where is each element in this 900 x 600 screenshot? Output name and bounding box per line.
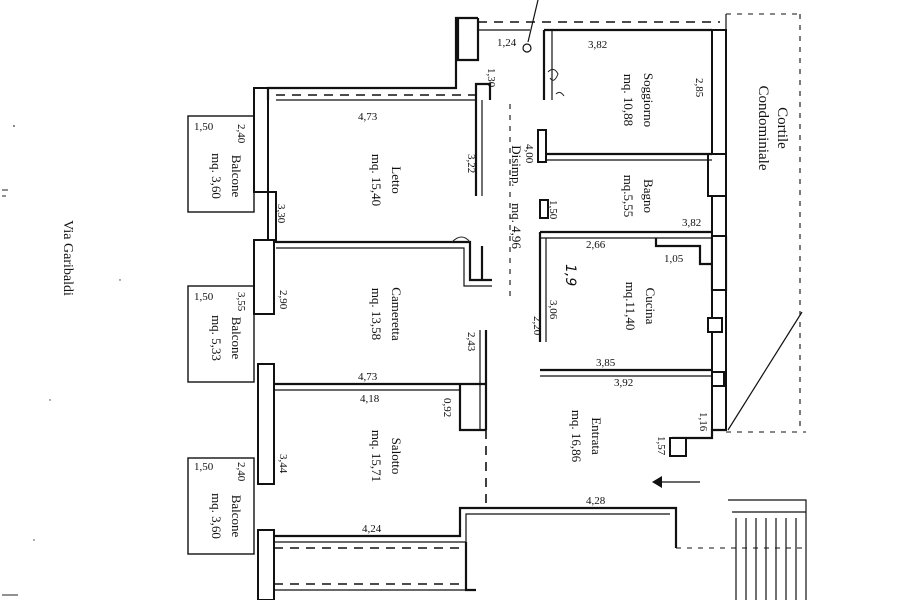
- handwritten-note: 1,9: [562, 264, 578, 286]
- room-entrata-area: mq. 16,86: [569, 410, 584, 463]
- entry-arrow-head: [652, 476, 662, 488]
- room-bagno-area: mq.5,55: [621, 175, 636, 218]
- balcone-2-outline: [187, 285, 255, 383]
- dim-label: 4,28: [586, 495, 606, 507]
- balcone-1-depth: 1,50: [194, 121, 214, 133]
- pipe-circle: [522, 43, 532, 53]
- courtyard-label-1: Cortile: [774, 107, 790, 149]
- wall-bagno-stub-2: [539, 199, 549, 219]
- wall-left-2: [267, 191, 277, 243]
- room-cameretta-area: mq. 13,58: [369, 288, 384, 340]
- street-label: Via Garibaldi: [60, 220, 75, 296]
- balcone-3-width: 2,40: [235, 462, 247, 482]
- wall-left-3: [253, 239, 275, 315]
- wall-left-5: [257, 529, 275, 600]
- wall-bagno-stub: [537, 129, 547, 163]
- room-soggiorno-name: Soggiorno: [641, 73, 656, 127]
- dim-label: 1,50: [547, 200, 559, 220]
- dim-label: 4,73: [358, 111, 378, 123]
- wall-cucina-cut: [654, 238, 712, 266]
- room-letto-area: mq. 15,40: [369, 154, 384, 206]
- wall-top-left: [266, 16, 478, 100]
- dim-label: 2,20: [531, 316, 543, 336]
- room-entrata-name: Entrata: [589, 417, 604, 455]
- dim-label: 3,30: [275, 204, 287, 224]
- dim-label: 3,92: [614, 377, 633, 389]
- room-cucina-area: mq.11,40: [623, 282, 638, 331]
- stair-treads: [732, 511, 806, 600]
- balcone-2-depth: 1,50: [194, 291, 214, 303]
- room-letto-name: Letto: [389, 166, 404, 193]
- dim-label: 1,05: [664, 253, 684, 265]
- door-swing-mark: [451, 236, 471, 243]
- dim-label: 4,73: [358, 371, 378, 383]
- courtyard-label-2: Condominiale: [755, 86, 771, 171]
- wall-left-4: [257, 363, 275, 485]
- dim-label: 3,44: [277, 454, 289, 474]
- dim-label: 3,82: [682, 217, 701, 229]
- dim-label: 2,85: [693, 78, 705, 98]
- room-salotto-area: mq. 15,71: [369, 430, 384, 482]
- balcone-1-width: 2,40: [235, 124, 247, 144]
- dim-label: 2,66: [586, 239, 606, 251]
- wall-entrata-pier: [669, 437, 687, 457]
- dim-label: 3,06: [547, 300, 559, 320]
- room-soggiorno-area: mq. 10,88: [621, 74, 636, 126]
- scan-speckles: [2, 125, 121, 596]
- wall-bottom-box: [464, 542, 476, 592]
- room-bagno-name: Bagno: [641, 179, 656, 213]
- wall-right-5: [711, 289, 727, 431]
- pen-scribble: [547, 68, 565, 97]
- balcone-3-area: mq. 3,60: [209, 493, 224, 539]
- wall-salotto-notch: [458, 384, 486, 432]
- room-disimpegno-area: mq. 4,96: [509, 203, 524, 249]
- dim-label: 4,24: [362, 523, 382, 535]
- courtyard-diagonal: [727, 311, 803, 431]
- wall-right-pillar-2: [711, 371, 725, 387]
- wall-right-pillar: [707, 317, 723, 333]
- dim-label: 1,57: [655, 436, 667, 456]
- dim-label: 1,24: [497, 37, 517, 49]
- dim-label: 0,92: [441, 398, 453, 417]
- room-salotto-name: Salotto: [389, 438, 404, 475]
- dim-label: 3,22: [465, 154, 477, 173]
- wall-right-3: [711, 195, 727, 237]
- balcone-1-outline: [187, 115, 255, 213]
- dim-label: 3,85: [596, 357, 616, 369]
- wall-letto-bottom-2: [276, 247, 492, 287]
- dim-label: 1,30: [485, 68, 497, 88]
- wall-right-4: [711, 235, 727, 291]
- wall-salotto-bottom-2: [274, 513, 670, 543]
- balcone-1-area: mq. 3,60: [209, 153, 224, 199]
- balcone-3-outline: [187, 457, 255, 555]
- wall-right-1: [711, 29, 727, 155]
- balcone-2-area: mq. 5,33: [209, 315, 224, 361]
- dim-label: 4,00: [523, 144, 535, 164]
- dim-label: 2,43: [465, 332, 477, 352]
- wall-top-notch: [456, 18, 480, 62]
- wall-left-1: [253, 87, 269, 193]
- room-cameretta-name: Cameretta: [389, 287, 404, 341]
- pointer-line: [527, 0, 539, 43]
- wall-entrata-step: [672, 428, 726, 440]
- wall-salotto-bottom: [274, 506, 678, 548]
- balcone-3-depth: 1,50: [194, 461, 214, 473]
- dim-label: 3,82: [588, 39, 607, 51]
- balcone-2-name: Balcone: [229, 317, 244, 360]
- room-disimpegno-name: Disimp.: [509, 145, 524, 187]
- wall-disimp-top: [474, 82, 492, 100]
- stair-frame: [728, 499, 807, 600]
- balcone-1-name: Balcone: [229, 155, 244, 198]
- balcone-3-name: Balcone: [229, 495, 244, 538]
- room-cucina-name: Cucina: [643, 288, 658, 325]
- dim-label: 4,18: [360, 393, 380, 405]
- dim-label: 1,16: [697, 412, 709, 432]
- balcone-2-width: 3,55: [235, 292, 247, 312]
- dim-label: 2,90: [277, 290, 289, 310]
